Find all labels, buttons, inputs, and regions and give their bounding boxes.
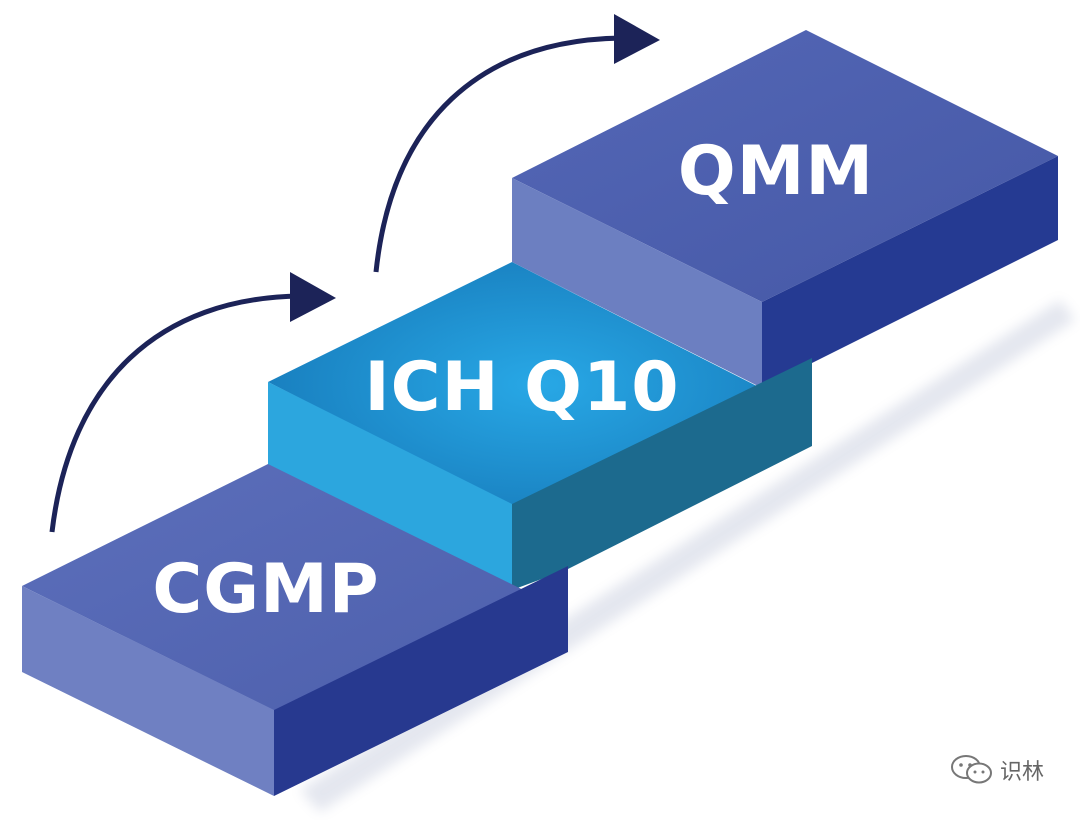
arrow-q10-to-qmm-head xyxy=(614,14,660,64)
arrow-q10-to-qmm-curve xyxy=(373,35,623,273)
qmm-top-face xyxy=(512,30,1058,302)
step-qmm-block xyxy=(512,30,1058,388)
wechat-bubble-icon xyxy=(950,755,992,784)
step-cgmp-block xyxy=(22,464,568,796)
arrow-q10-to-qmm xyxy=(373,14,660,273)
cgmp-side-face xyxy=(274,566,568,796)
q10-front-face xyxy=(268,382,512,590)
arrow-cgmp-to-q10-curve xyxy=(49,293,301,533)
step-label-cgmp: CGMP xyxy=(152,550,379,629)
watermark-text: 识林 xyxy=(999,760,1044,785)
step-label-ich-q10: ICH Q10 xyxy=(364,348,679,427)
q10-side-face xyxy=(512,358,812,590)
qmm-side-face xyxy=(762,156,1058,388)
qmm-front-face xyxy=(512,178,762,388)
arrow-cgmp-to-q10-head xyxy=(290,272,336,322)
step-ich-q10-block xyxy=(268,262,812,590)
watermark: 识林 xyxy=(950,754,1044,786)
arrow-cgmp-to-q10 xyxy=(49,272,336,533)
step-label-qmm: QMM xyxy=(678,132,874,211)
cgmp-front-face xyxy=(22,586,274,796)
